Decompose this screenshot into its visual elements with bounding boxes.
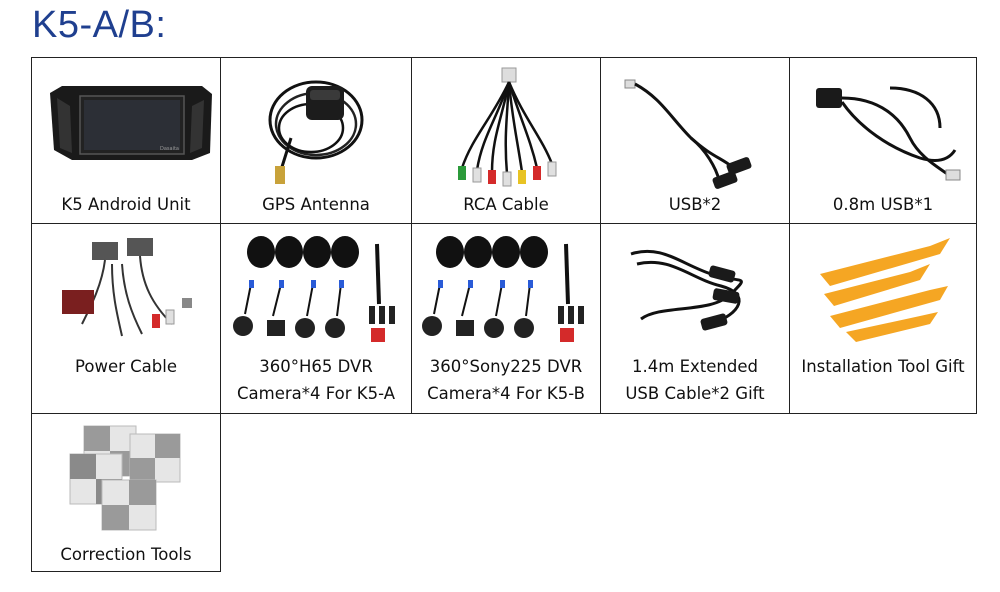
gps-antenna-icon [268,80,364,184]
item-cell: Dasaita K5 Android Unit [31,57,221,224]
pry-tools-icon [820,238,950,342]
camera-kit-icon [422,236,584,342]
usb-cable-icon [624,79,752,189]
item-cell: 360°Sony225 DVR Camera*4 For K5-B [411,223,601,414]
calibration-mats-icon [69,425,181,531]
item-cell: Correction Tools [31,413,221,572]
camera-kit-icon [233,236,395,342]
item-label: RCA Cable [463,195,549,214]
item-cell: Power Cable [31,223,221,414]
item-label: 1.4m Extended [632,357,758,376]
item-cell: Installation Tool Gift [789,223,977,414]
item-cell: 0.8m USB*1 [789,57,977,224]
item-label: 360°Sony225 DVR [429,357,583,376]
item-label: 0.8m USB*1 [832,195,934,214]
rca-cable-icon [458,67,557,187]
svg-text:Dasaita: Dasaita [160,146,179,152]
item-label: GPS Antenna [262,195,370,214]
item-label: Power Cable [75,357,177,376]
item-cell: GPS Antenna [220,57,412,224]
usb-cables-icon [630,249,743,331]
item-label: Camera*4 For K5-B [427,384,585,403]
item-label: Camera*4 For K5-A [237,384,395,403]
power-harness-icon [62,238,192,337]
page-title: K5-A/B: [32,4,167,46]
item-label: Installation Tool Gift [801,357,965,376]
item-cell: 1.4m Extended USB Cable*2 Gift [600,223,790,414]
item-cell: RCA Cable [411,57,601,224]
item-label: K5 Android Unit [61,195,191,214]
item-label: Correction Tools [60,545,192,564]
head-unit-icon: Dasaita [50,86,212,160]
item-cell: 360°H65 DVR Camera*4 For K5-A [220,223,412,414]
item-label: USB*2 [668,195,722,214]
item-label: 360°H65 DVR [259,357,373,376]
item-label: USB Cable*2 Gift [625,384,765,403]
item-cell: USB*2 [600,57,790,224]
usb-extension-icon [816,86,961,181]
